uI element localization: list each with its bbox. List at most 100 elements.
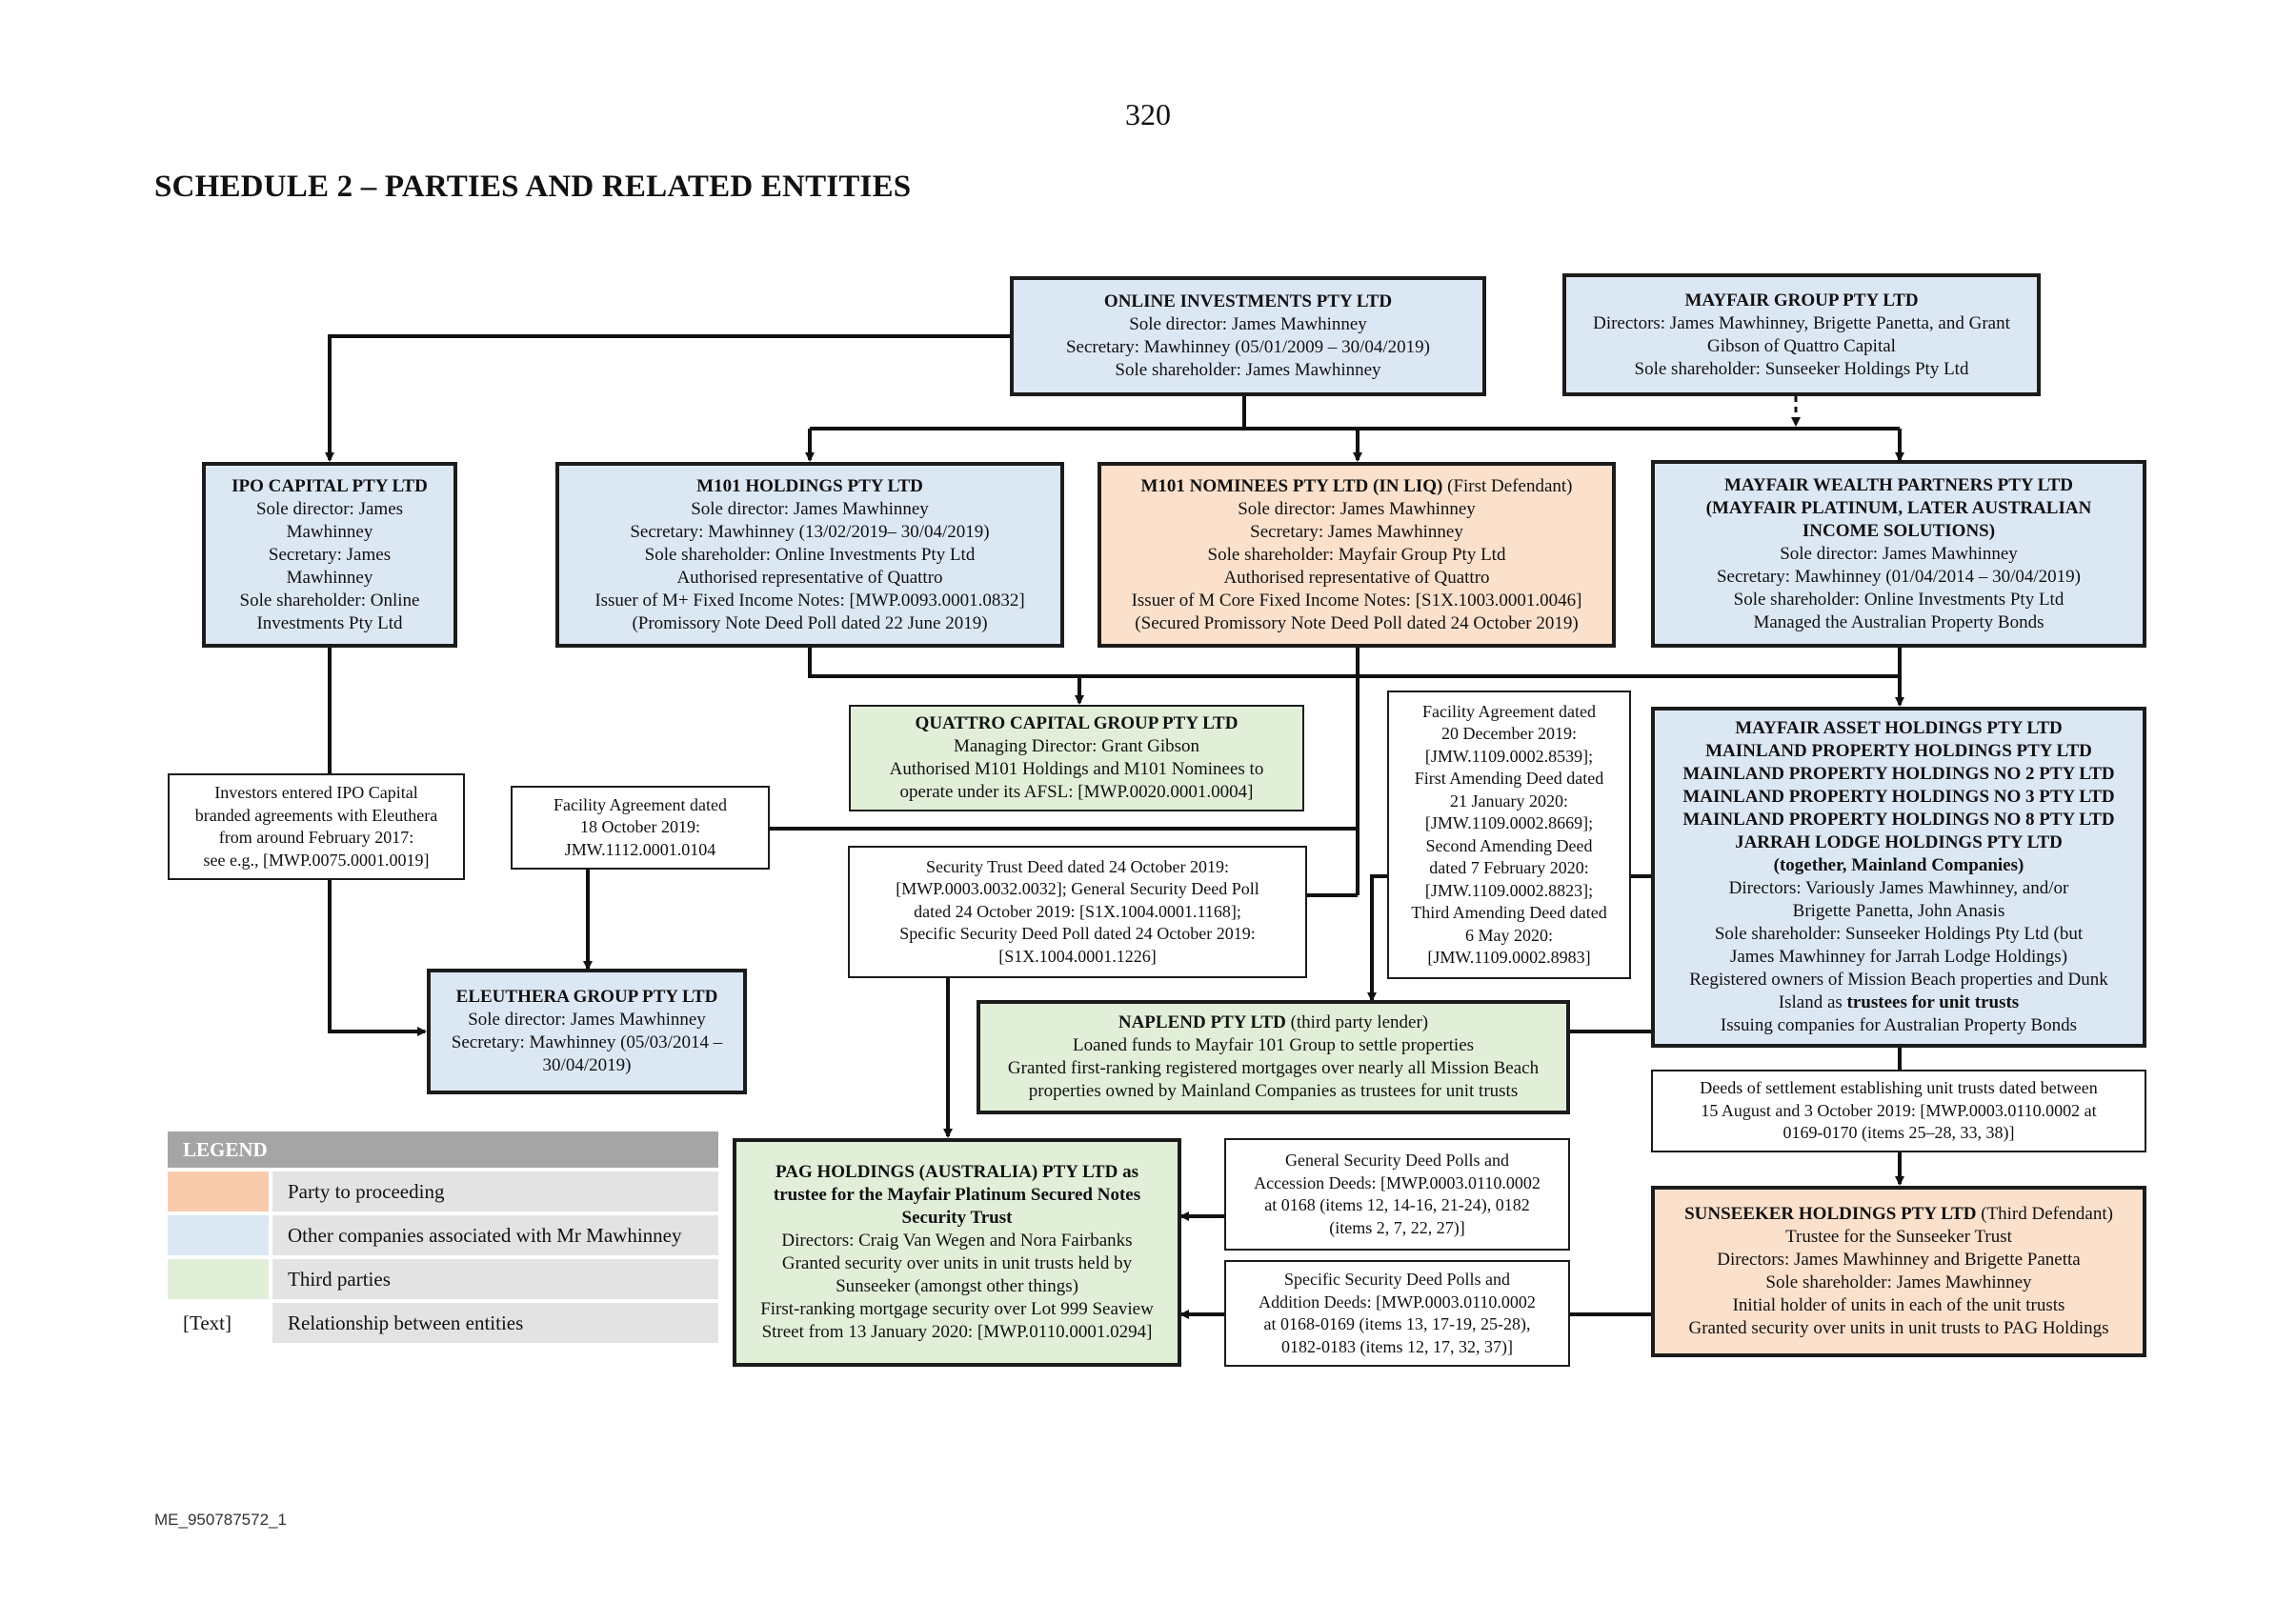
- entity-detail: Initial holder of units in each of the u…: [1732, 1295, 2065, 1315]
- legend-item: Other companies associated with Mr Mawhi…: [168, 1215, 718, 1255]
- entity-detail: Issuer of M Core Fixed Income Notes: [S1…: [1131, 590, 1582, 611]
- legend: LEGEND Party to proceeding Other compani…: [168, 1131, 718, 1343]
- entity-detail: Secretary: Mawhinney (13/02/2019– 30/04/…: [630, 521, 990, 542]
- entity-name: (MAYFAIR PLATINUM, LATER AUSTRALIAN: [1705, 497, 2092, 518]
- entity-mayfair-group: MAYFAIR GROUP PTY LTD Directors: James M…: [1562, 273, 2041, 396]
- relationship-text: Investors entered IPO Capital: [214, 783, 418, 802]
- entity-name-line: SUNSEEKER HOLDINGS PTY LTD (Third Defend…: [1684, 1203, 2113, 1226]
- entity-detail: Sunseeker (amongst other things): [836, 1276, 1078, 1296]
- relationship-general-security-deeds: General Security Deed Polls and Accessio…: [1224, 1138, 1570, 1251]
- entity-detail: Sole shareholder: James Mawhinney: [1115, 360, 1381, 380]
- relationship-text: Facility Agreement dated: [1422, 701, 1596, 721]
- entity-detail: Sole director: James Mawhinney: [1129, 314, 1367, 334]
- entity-name: MAYFAIR WEALTH PARTNERS PTY LTD: [1723, 474, 2074, 495]
- entity-name-line: M101 NOMINEES PTY LTD (IN LIQ) (First De…: [1140, 475, 1572, 498]
- entity-name: ONLINE INVESTMENTS PTY LTD: [1103, 291, 1393, 311]
- entity-detail: Directors: Variously James Mawhinney, an…: [1728, 878, 2069, 898]
- entity-detail: (Secured Promissory Note Deed Poll dated…: [1135, 612, 1579, 633]
- relationship-text: 15 August and 3 October 2019: [MWP.0003.…: [1701, 1100, 2097, 1120]
- relationship-text: Third Amending Deed dated: [1411, 903, 1607, 922]
- relationship-text: Accession Deeds: [MWP.0003.0110.0002: [1254, 1172, 1541, 1192]
- relationship-text: branded agreements with Eleuthera: [194, 805, 438, 825]
- entity-detail: Issuer of M+ Fixed Income Notes: [MWP.00…: [594, 590, 1025, 611]
- relationship-facility-18-october: Facility Agreement dated 18 October 2019…: [511, 786, 770, 870]
- entity-detail: Authorised representative of Quattro: [1223, 567, 1490, 588]
- relationship-text: 21 January 2020:: [1450, 791, 1568, 811]
- entity-detail: Sole director: James: [255, 498, 404, 519]
- entity-detail: Secretary: Mawhinney (01/04/2014 – 30/04…: [1716, 566, 2082, 587]
- relationship-text: Specific Security Deed Poll dated 24 Oct…: [899, 924, 1256, 944]
- relationship-text: Facility Agreement dated: [554, 794, 727, 814]
- entity-detail: Investments Pty Ltd: [256, 612, 403, 633]
- legend-label: Third parties: [272, 1259, 718, 1299]
- entity-name: NAPLEND PTY LTD: [1118, 1012, 1286, 1032]
- relationship-security-trust-deed: Security Trust Deed dated 24 October 201…: [848, 846, 1307, 978]
- entity-mainland-companies: MAYFAIR ASSET HOLDINGS PTY LTD MAINLAND …: [1651, 707, 2146, 1048]
- entity-name: ELEUTHERA GROUP PTY LTD: [455, 987, 718, 1007]
- entity-detail: Registered owners of Mission Beach prope…: [1689, 970, 2108, 990]
- entity-mayfair-wealth-partners: MAYFAIR WEALTH PARTNERS PTY LTD (MAYFAIR…: [1651, 460, 2146, 648]
- relationship-ipo-investors: Investors entered IPO Capital branded ag…: [168, 773, 465, 880]
- entity-name-line: NAPLEND PTY LTD (third party lender): [1118, 1011, 1428, 1034]
- relationship-text: see e.g., [MWP.0075.0001.0019]: [203, 850, 430, 870]
- entity-name: M101 NOMINEES PTY LTD (IN LIQ): [1140, 475, 1443, 496]
- entity-name: MAYFAIR ASSET HOLDINGS PTY LTD: [1735, 718, 2063, 738]
- relationship-text: Second Amending Deed: [1425, 835, 1593, 855]
- relationship-text: Specific Security Deed Polls and: [1284, 1270, 1510, 1289]
- legend-title: LEGEND: [168, 1131, 718, 1168]
- relationship-text: [MWP.0003.0032.0032]; General Security D…: [896, 879, 1259, 899]
- relationship-text: [JMW.1109.0002.8539];: [1424, 746, 1594, 766]
- entity-name: trustee for the Mayfair Platinum Secured…: [773, 1185, 1141, 1205]
- entity-detail: Sole shareholder: James Mawhinney: [1765, 1272, 2032, 1292]
- entity-name: MAINLAND PROPERTY HOLDINGS NO 3 PTY LTD: [1682, 787, 2115, 807]
- relationship-text: 20 December 2019:: [1441, 724, 1577, 743]
- entity-detail: Sole director: James Mawhinney: [1238, 498, 1476, 519]
- legend-label: Party to proceeding: [272, 1171, 718, 1211]
- entity-group-label: (together, Mainland Companies): [1773, 855, 2024, 875]
- relationship-facility-20-december: Facility Agreement dated 20 December 201…: [1387, 691, 1631, 979]
- relationship-specific-security-deeds: Specific Security Deed Polls and Additio…: [1224, 1260, 1570, 1367]
- entity-name: QUATTRO CAPITAL GROUP PTY LTD: [915, 713, 1239, 733]
- entity-detail: Secretary: James Mawhinney: [1250, 521, 1463, 542]
- entity-detail: Secretary: Mawhinney (05/03/2014 –: [451, 1032, 723, 1052]
- entity-detail: Authorised representative of Quattro: [676, 567, 943, 588]
- entity-detail: Sole shareholder: Sunseeker Holdings Pty…: [1714, 924, 2084, 944]
- relationship-text: 6 May 2020:: [1465, 925, 1553, 945]
- relationship-text: at 0168 (items 12, 14-16, 21-24), 0182: [1264, 1195, 1530, 1214]
- entity-detail: Trustee for the Sunseeker Trust: [1785, 1227, 2012, 1247]
- online-to-ipo-connector: [325, 334, 1010, 462]
- entity-detail: Sole shareholder: Mayfair Group Pty Ltd: [1207, 544, 1506, 565]
- entity-detail: 30/04/2019): [542, 1055, 632, 1075]
- relationship-deeds-of-settlement: Deeds of settlement establishing unit tr…: [1651, 1070, 2146, 1152]
- relationship-text: 0169-0170 (items 25–28, 33, 38)]: [1782, 1123, 2015, 1143]
- relationship-text: 18 October 2019:: [580, 817, 700, 837]
- entity-name: INCOME SOLUTIONS): [1802, 520, 1996, 541]
- entity-eleuthera: ELEUTHERA GROUP PTY LTD Sole director: J…: [427, 969, 747, 1094]
- entity-name: PAG HOLDINGS (AUSTRALIA) PTY LTD as: [775, 1162, 1138, 1182]
- entity-detail: Managed the Australian Property Bonds: [1753, 611, 2044, 632]
- entity-detail: Granted security over units in unit trus…: [781, 1253, 1133, 1273]
- entity-detail: Sole shareholder: Sunseeker Holdings Pty…: [1634, 358, 1969, 379]
- relationship-text: dated 24 October 2019: [S1X.1004.0001.11…: [914, 901, 1241, 921]
- relationship-text: First Amending Deed dated: [1414, 769, 1604, 788]
- entity-m101-nominees: M101 NOMINEES PTY LTD (IN LIQ) (First De…: [1098, 462, 1616, 648]
- entity-name: MAINLAND PROPERTY HOLDINGS NO 2 PTY LTD: [1682, 764, 2115, 784]
- entity-detail: Directors: Craig Van Wegen and Nora Fair…: [781, 1231, 1133, 1251]
- entity-role: (Third Defendant): [1976, 1204, 2113, 1224]
- schedule-heading: SCHEDULE 2 – PARTIES AND RELATED ENTITIE…: [154, 170, 912, 204]
- relationship-text: [JMW.1109.0002.8823];: [1424, 880, 1594, 900]
- legend-swatch-party: [168, 1171, 269, 1211]
- entity-name: JARRAH LODGE HOLDINGS PTY LTD: [1735, 832, 2063, 852]
- relationship-text: from around February 2017:: [218, 828, 414, 847]
- entity-detail: Gibson of Quattro Capital: [1707, 335, 1896, 356]
- entity-name: M101 HOLDINGS PTY LTD: [696, 475, 923, 496]
- relationship-text: 0182-0183 (items 12, 17, 32, 37)]: [1281, 1336, 1513, 1356]
- entity-pag-holdings: PAG HOLDINGS (AUSTRALIA) PTY LTD as trus…: [733, 1138, 1181, 1367]
- relationship-text: at 0168-0169 (items 13, 17-19, 25-28),: [1263, 1314, 1531, 1333]
- entity-role: (third party lender): [1285, 1012, 1429, 1032]
- entity-detail: properties owned by Mainland Companies a…: [1028, 1081, 1519, 1101]
- entity-detail: Issuing companies for Australian Propert…: [1720, 1015, 2078, 1035]
- entity-detail-emphasis: trustees for unit trusts: [1846, 992, 2020, 1012]
- entity-detail: Island as: [1778, 992, 1847, 1012]
- relationship-text: Security Trust Deed dated 24 October 201…: [926, 856, 1229, 876]
